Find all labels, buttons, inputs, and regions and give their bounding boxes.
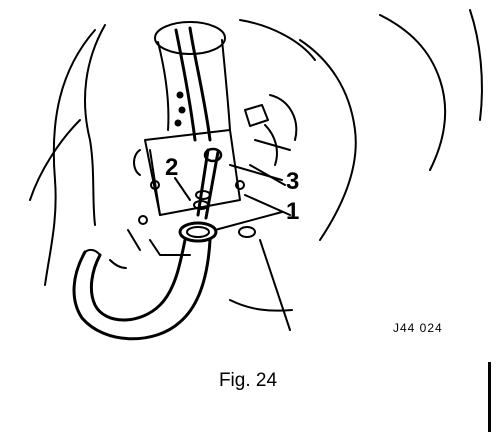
callout-label-1: 1 [286, 198, 300, 225]
callout-label-3: 3 [286, 168, 300, 195]
page-edge-rule [488, 362, 491, 432]
figure-reference-code: J44 024 [393, 321, 443, 335]
callout-label-2: 2 [165, 154, 179, 181]
figure-caption: Fig. 24 [218, 370, 278, 391]
